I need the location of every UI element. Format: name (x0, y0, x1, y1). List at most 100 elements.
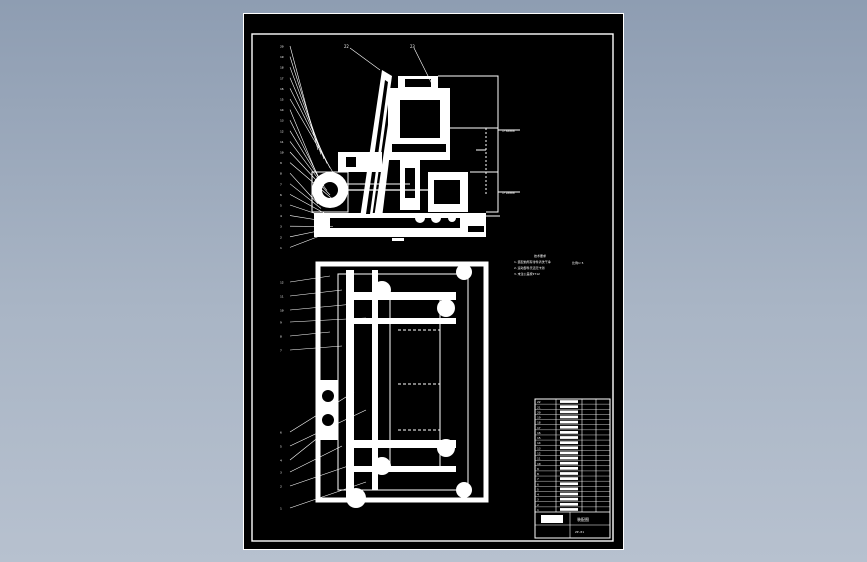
part-row-number: 2 (537, 503, 539, 507)
part-row-name-cell (560, 487, 578, 491)
corner-wheel (346, 488, 366, 508)
balloon-label: 2 (280, 235, 282, 239)
leader-line (289, 215, 331, 223)
title-block-title: 装配图 (577, 516, 589, 522)
balloon-label: 8 (280, 335, 282, 339)
balloon-top-b: 23 (410, 44, 415, 49)
balloon-label: 13 (280, 119, 284, 123)
leader-line (289, 289, 343, 297)
balloon-label: 10 (280, 151, 284, 155)
part-row-number: 6 (537, 482, 539, 486)
part-row-number: 1 (537, 508, 539, 512)
balloon-label: 3 (280, 471, 282, 475)
balloon-label: 1 (280, 246, 282, 250)
balloon-label: 2 (280, 485, 282, 489)
part-row-number: 5 (537, 487, 539, 491)
part-row-number: 11 (537, 457, 541, 461)
part-row-name-cell (560, 425, 578, 429)
part-row-name-cell (560, 456, 578, 460)
balloon-label: 5 (280, 204, 282, 208)
leader-line (289, 303, 355, 311)
note-line-2: 2.运动部件灵活无卡滞 (514, 265, 545, 270)
part-row-name-cell (560, 415, 578, 419)
balloon-label: 9 (280, 321, 282, 325)
part-row-number: 16 (537, 431, 541, 435)
note-line-1: 1.装配前所有零件清洗干净 (514, 259, 551, 264)
part-row-number: 17 (537, 426, 541, 430)
technical-notes: 技术要求 1.装配前所有零件清洗干净 2.运动部件灵活无卡滞 3.未注公差按IT… (514, 253, 584, 276)
part-row-number: 14 (537, 441, 541, 445)
plan-view (315, 261, 489, 508)
leader-line (289, 120, 322, 182)
leader-line (289, 151, 331, 196)
balloon-label: 11 (280, 140, 284, 144)
part-row-name-cell (560, 420, 578, 424)
leader-line (289, 463, 355, 487)
part-row-name-cell (560, 405, 578, 409)
balloon-label: 7 (280, 349, 282, 353)
leader-line (289, 88, 331, 169)
part-row-name-cell (560, 472, 578, 475)
part-row-name-cell (560, 436, 578, 439)
notes-heading: 技术要求 (534, 253, 546, 258)
leader-line (289, 345, 343, 351)
part-row-name-cell (560, 410, 578, 414)
balloon-label: 4 (280, 214, 282, 218)
leader-line (289, 230, 319, 238)
inner-border (251, 33, 614, 542)
part-row-number: 21 (537, 405, 541, 409)
leader-line (289, 391, 355, 433)
leader-line (289, 172, 319, 205)
leader-line (289, 235, 322, 248)
part-row-number: 3 (537, 498, 539, 502)
balloon-label: 12 (280, 129, 284, 133)
balloon-label: 12 (280, 281, 284, 285)
part-row-name-cell (560, 497, 578, 501)
balloon-label: 15 (280, 98, 284, 102)
balloon-label: 6 (280, 193, 282, 197)
part-row-name-cell (560, 461, 578, 465)
front-view (311, 70, 520, 241)
leader-line (289, 331, 331, 337)
part-row-number: 7 (537, 477, 539, 481)
leader-line (289, 427, 331, 461)
dimension-note-upper: 1:50000 (502, 129, 515, 133)
part-row-name-cell (560, 400, 578, 403)
part-row-name-cell (560, 492, 578, 496)
part-row-name-cell (560, 431, 578, 434)
leader-line (289, 275, 331, 283)
leader-line (289, 45, 319, 151)
balloon-label: 18 (280, 66, 284, 70)
part-row-name-cell (560, 446, 578, 450)
scale-label: 比例1:5 (572, 260, 584, 265)
clamp-block (338, 152, 382, 172)
balloon-label: 20 (280, 45, 284, 49)
balloon-label: 7 (280, 182, 282, 186)
balloon-label: 1 (280, 507, 282, 511)
balloon-label: 14 (280, 108, 284, 112)
balloon-label: 9 (280, 161, 282, 165)
title-block-drawing-no: ZP-01 (575, 530, 584, 534)
leader-line (289, 98, 334, 173)
balloon-label: 11 (280, 295, 284, 299)
part-row-number: 8 (537, 472, 539, 476)
balloon-label: 17 (280, 76, 284, 80)
part-row-name-cell (560, 477, 578, 480)
note-line-3: 3.未注公差按IT12 (514, 271, 540, 276)
part-row-number: 19 (537, 416, 541, 420)
leader-line (289, 445, 343, 473)
part-row-number: 10 (537, 462, 541, 466)
leader-line (289, 481, 367, 509)
leader-line (289, 130, 325, 187)
dimension-note-lower: 1:10000 (502, 191, 515, 195)
leader-line (289, 141, 328, 191)
part-row-number: 15 (537, 436, 541, 440)
leader-lines-elevation (289, 45, 334, 248)
part-row-number: 4 (537, 493, 539, 497)
balloon-label: 19 (280, 55, 284, 59)
